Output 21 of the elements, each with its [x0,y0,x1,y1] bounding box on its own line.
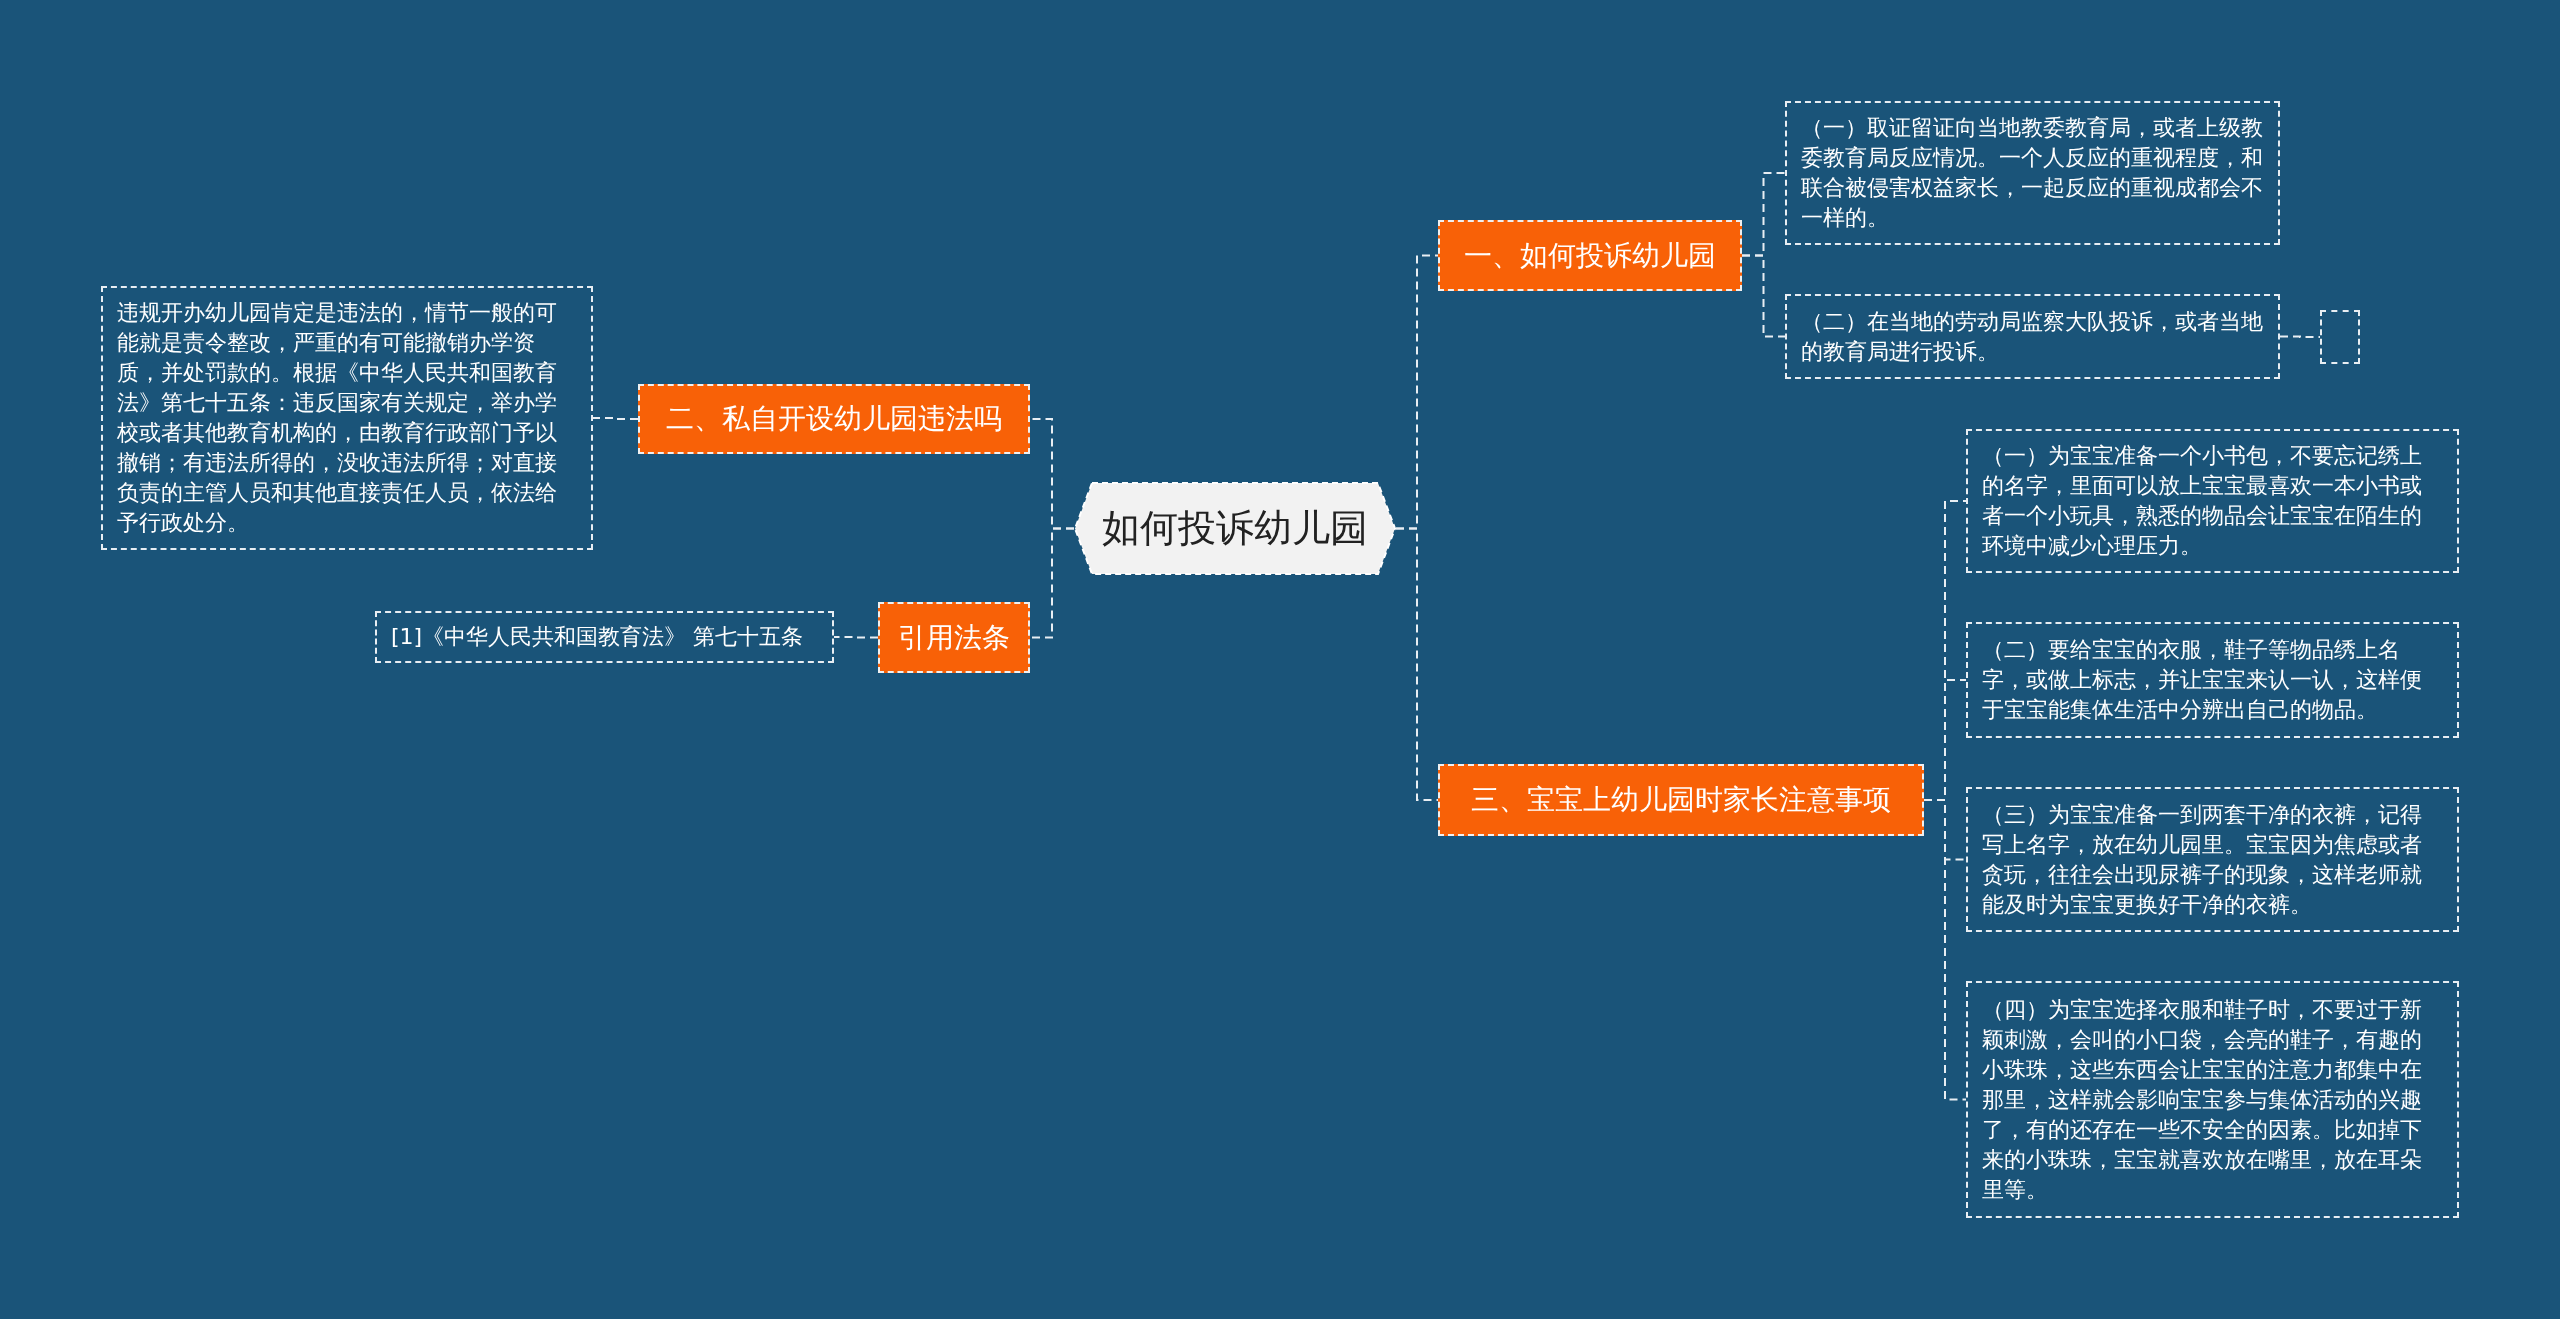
topic-box: 引用法条 [878,602,1030,673]
connector-line [1923,799,1967,1101]
connector-line [1741,254,1786,338]
connector-line [1395,527,1439,801]
note-box: （四）为宝宝选择衣服和鞋子时，不要过于新颖刺激，会叫的小口袋，会亮的鞋子，有趣的小珠珠，这些东西会让宝宝的注意力都集中在那里，这样就会影响宝宝参与集体活动的兴趣了，有的还存在一些不安全的因素。比如掉下来的小珠珠，宝宝就喜欢放在嘴里，放在耳朵里等。 [1966,981,2459,1218]
note-box: （一）取证留证向当地教委教育局，或者上级教委教育局反应情况。一个人反应的重视程度，和联合被侵害权益家长，一起反应的重视成都会不一样的。 [1785,101,2280,245]
connector-line [1029,527,1075,639]
note-box: （一）为宝宝准备一个小书包，不要忘记绣上的名字，里面可以放上宝宝最喜欢一本小书或者一个小玩具，熟悉的物品会让宝宝在陌生的环境中减少心理压力。 [1966,429,2459,573]
note-box: （二）要给宝宝的衣服，鞋子等物品绣上名字，或做上标志，并让宝宝来认一认，这样便于宝宝能集体生活中分辨出自己的物品。 [1966,622,2459,738]
connector-line [833,636,879,639]
connector-line [2279,335,2321,338]
note-box: （二）在当地的劳动局监察大队投诉，或者当地的教育局进行投诉。 [1785,294,2280,379]
note-box: （三）为宝宝准备一到两套干净的衣裤，记得写上名字，放在幼儿园里。宝宝因为焦虑或者贪玩，往往会出现尿裤子的现象，这样老师就能及时为宝宝更换好干净的衣裤。 [1966,787,2459,932]
empty-box [2320,310,2360,364]
note-box: 违规开办幼儿园肯定是违法的，情节一般的可能就是责令整改，严重的有可能撤销办学资质，并处罚款的。根据《中华人民共和国教育法》第七十五条：违反国家有关规定，举办学校或者其他教育机构的，由教育行政部门予以撤销；有违法所得的，没收违法所得；对直接负责的主管人员和其他直接责任人员，依法给予行政处分。 [101,286,593,550]
connector-line [592,417,639,420]
topic-box: 一、如何投诉幼儿园 [1438,220,1742,291]
topic-box: 二、私自开设幼儿园违法吗 [638,384,1030,454]
topic-hexagon: 如何投诉幼儿园 [1074,482,1396,575]
note-box: [1]《中华人民共和国教育法》 第七十五条 [375,611,834,663]
topic-box: 三、宝宝上幼儿园时家长注意事项 [1438,764,1924,836]
